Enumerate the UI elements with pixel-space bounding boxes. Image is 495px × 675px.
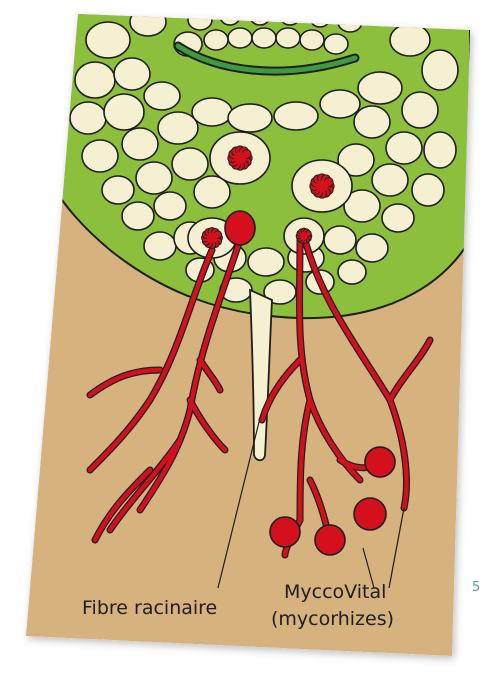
cell [280,7,300,25]
cell [82,140,118,172]
cell [136,162,172,194]
cell [338,12,362,32]
cell [424,132,456,168]
cell [75,62,115,98]
cell [248,248,284,276]
arbuscule [296,228,312,244]
cell [422,50,458,90]
cell [320,90,360,118]
cell [250,7,270,25]
cell [372,164,408,196]
cell [338,260,366,284]
cell [204,30,228,50]
cell [158,112,198,144]
cell [412,174,444,206]
cell [274,102,318,130]
cell [130,8,166,36]
arbuscule-core [316,180,329,193]
cell [188,10,212,30]
cell [390,24,430,56]
cell [228,104,272,132]
vesicle-bulb [225,211,255,245]
arbuscule-core [234,152,247,165]
cell [252,28,276,48]
label-mycco-vital: MyccoVital [284,581,386,603]
arbuscule-core [207,233,218,244]
cell [358,72,402,104]
label-root-fiber: Fibre racinaire [82,597,217,619]
cell [86,22,130,58]
cell [386,132,422,164]
cell [122,128,158,160]
cell [114,58,150,90]
spore [354,498,386,530]
arbuscule-core [300,232,308,240]
spore [270,517,300,547]
cell [354,106,390,138]
arbuscule [202,228,223,249]
spore [365,447,395,477]
cell [102,176,134,204]
cell [104,94,144,130]
page-number: 5 [472,580,480,595]
cell [70,102,106,134]
cell [220,7,240,25]
cell [172,148,208,180]
cell [228,28,252,48]
cell [122,202,154,230]
cell [144,232,176,260]
cell [154,192,186,220]
spore [315,525,345,555]
cell [324,226,356,254]
cell [310,9,330,27]
cell [402,92,438,128]
cell [324,34,348,54]
cell [356,234,388,262]
cell [382,204,414,232]
cell [276,28,300,48]
cell [300,30,324,50]
cell [192,98,232,126]
cell [144,82,180,110]
label-mycorhizes: (mycorhizes) [271,608,394,630]
